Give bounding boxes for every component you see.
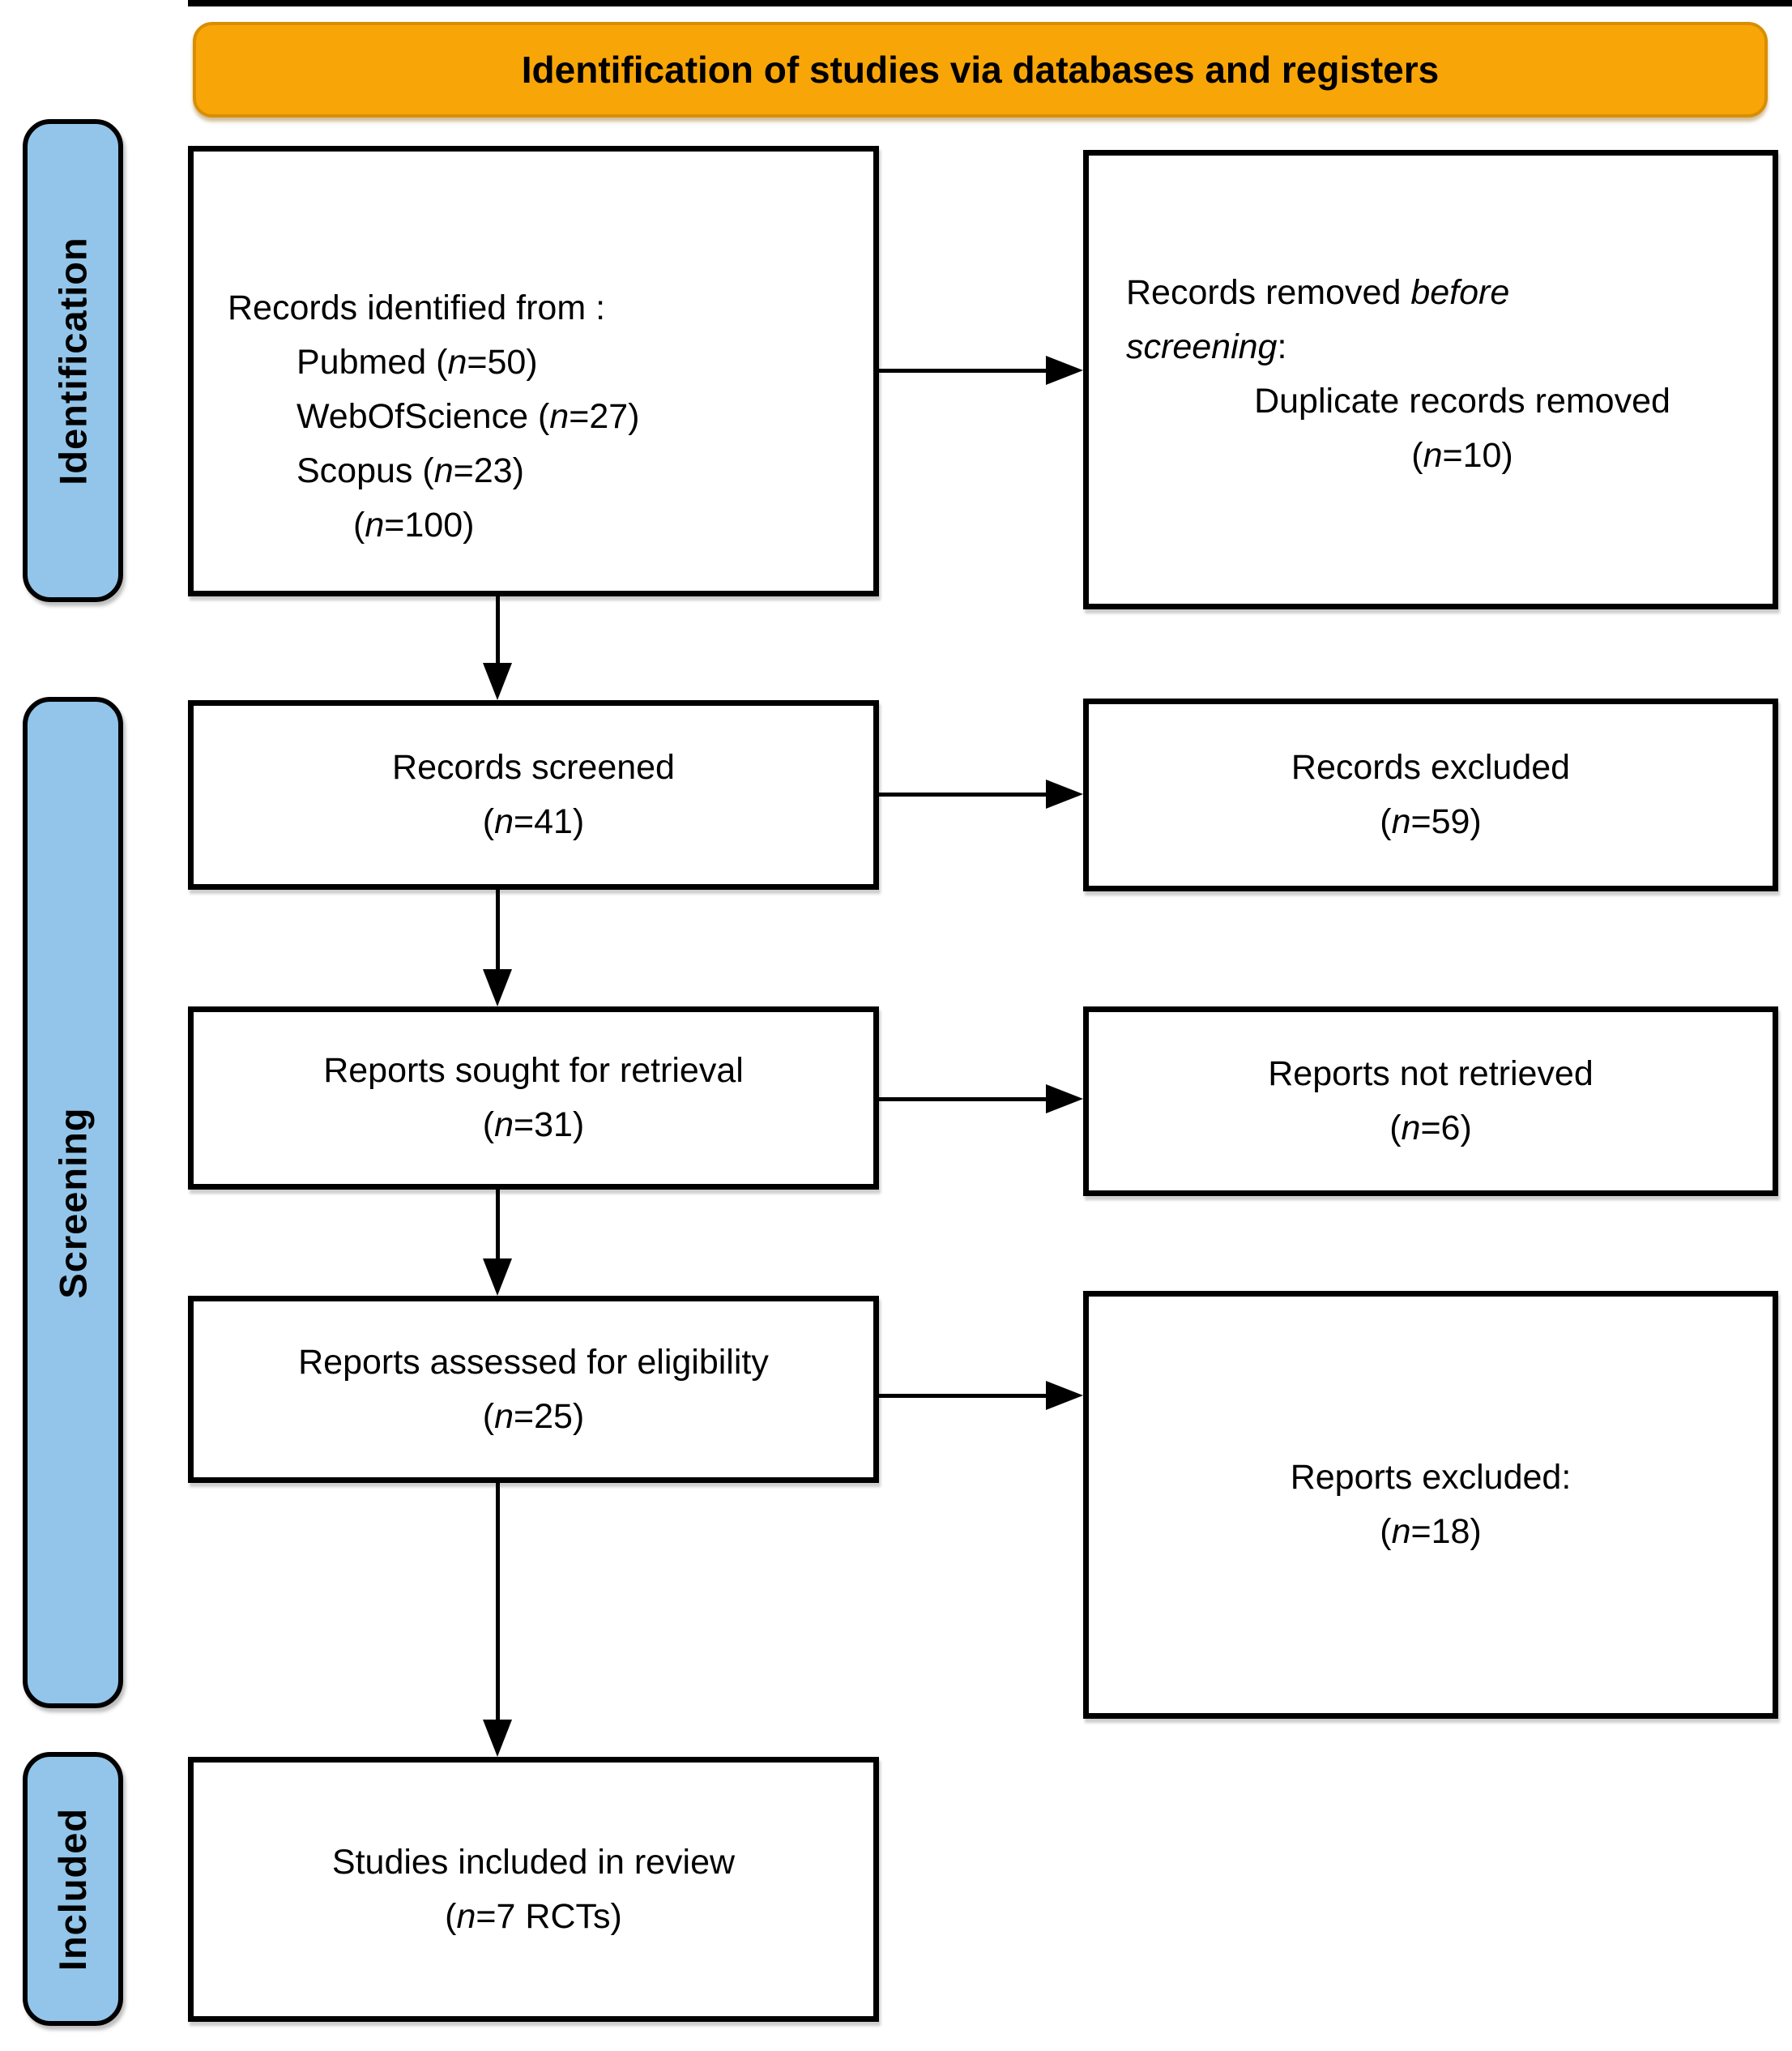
box-text-line: Records identified from : bbox=[228, 288, 606, 327]
box-text-line: (n=10) bbox=[1411, 436, 1513, 475]
banner: Identification of studies via databases … bbox=[193, 22, 1768, 118]
box-text-line: (n=59) bbox=[1380, 802, 1482, 841]
box-text-line: Reports sought for retrieval bbox=[323, 1051, 744, 1090]
box-text-line: WebOfScience (n=27) bbox=[297, 397, 640, 436]
arrow-head-icon bbox=[483, 1258, 512, 1296]
box-text-line: (n=18) bbox=[1380, 1512, 1482, 1551]
arrow-shaft bbox=[496, 596, 500, 668]
stage-tab-screening-label: Screening bbox=[51, 1106, 95, 1299]
box-text-line: (n=25) bbox=[482, 1396, 585, 1436]
box-text-line: (n=7 RCTs) bbox=[445, 1896, 622, 1936]
arrow-head-icon bbox=[483, 969, 512, 1006]
arrow-sought-to-assessed bbox=[483, 1190, 512, 1296]
box-reports-excluded: Reports excluded: (n=18) bbox=[1083, 1291, 1778, 1719]
box-records-identified: Records identified from : Pubmed (n=50) We… bbox=[188, 146, 879, 596]
arrow-shaft bbox=[496, 1190, 500, 1263]
banner-title: Identification of studies via databases … bbox=[521, 49, 1440, 91]
arrow-shaft bbox=[496, 1483, 500, 1724]
arrow-shaft bbox=[879, 793, 1051, 797]
stage-tab-screening: Screening bbox=[23, 697, 123, 1708]
arrow-head-icon bbox=[483, 663, 512, 700]
box-text-line: (n=100) bbox=[353, 506, 475, 545]
arrow-identified-to-removed bbox=[879, 356, 1083, 385]
arrow-identified-to-screened bbox=[483, 596, 512, 700]
box-text-line: Reports excluded: bbox=[1290, 1458, 1572, 1497]
arrow-head-icon bbox=[1046, 1381, 1083, 1410]
box-reports-assessed-for-eligibility: Reports assessed for eligibility (n=25) bbox=[188, 1296, 879, 1483]
stage-tab-identification-label: Identification bbox=[51, 236, 95, 485]
box-text-line: (n=31) bbox=[482, 1105, 585, 1144]
box-text-line: (n=41) bbox=[482, 802, 585, 841]
box-reports-sought-for-retrieval: Reports sought for retrieval (n=31) bbox=[188, 1006, 879, 1190]
arrow-sought-to-not-retrieved bbox=[879, 1084, 1083, 1113]
box-reports-not-retrieved: Reports not retrieved (n=6) bbox=[1083, 1006, 1778, 1196]
arrow-assessed-to-included bbox=[483, 1483, 512, 1757]
arrow-screened-to-excluded bbox=[879, 780, 1083, 809]
box-records-removed-before-screening: Records removed before screening: Duplicat… bbox=[1083, 150, 1778, 609]
box-text-line: Scopus (n=23) bbox=[297, 451, 524, 490]
box-text-line: Records excluded bbox=[1291, 748, 1571, 787]
arrow-shaft bbox=[496, 890, 500, 974]
box-text-line: Reports assessed for eligibility bbox=[298, 1342, 769, 1382]
box-text-line: Records screened bbox=[392, 748, 675, 787]
box-text-line: Duplicate records removed bbox=[1254, 382, 1670, 421]
box-text-line: Pubmed (n=50) bbox=[297, 343, 538, 382]
arrow-head-icon bbox=[1046, 780, 1083, 809]
arrow-shaft bbox=[879, 369, 1051, 373]
arrow-screened-to-sought bbox=[483, 890, 512, 1006]
stage-tab-included-label: Included bbox=[51, 1807, 95, 1971]
box-studies-included-in-review: Studies included in review (n=7 RCTs) bbox=[188, 1757, 879, 2022]
stage-tab-included: Included bbox=[23, 1752, 123, 2026]
arrow-assessed-to-reports-excluded bbox=[879, 1381, 1083, 1410]
arrow-head-icon bbox=[1046, 1084, 1083, 1113]
box-text-line: Studies included in review bbox=[331, 1842, 736, 1882]
box-records-screened: Records screened (n=41) bbox=[188, 700, 879, 890]
arrow-head-icon bbox=[483, 1720, 512, 1757]
stage-tab-identification: Identification bbox=[23, 119, 123, 602]
box-records-excluded: Records excluded (n=59) bbox=[1083, 699, 1778, 891]
arrow-shaft bbox=[879, 1394, 1051, 1398]
box-text-line: Reports not retrieved bbox=[1268, 1054, 1594, 1093]
box-text-line: (n=6) bbox=[1389, 1109, 1472, 1147]
arrow-shaft bbox=[879, 1097, 1051, 1101]
box-text-line: Records removed before bbox=[1126, 273, 1510, 312]
box-text-line: screening: bbox=[1126, 327, 1287, 366]
top-border-line bbox=[188, 0, 1792, 6]
arrow-head-icon bbox=[1046, 356, 1083, 385]
